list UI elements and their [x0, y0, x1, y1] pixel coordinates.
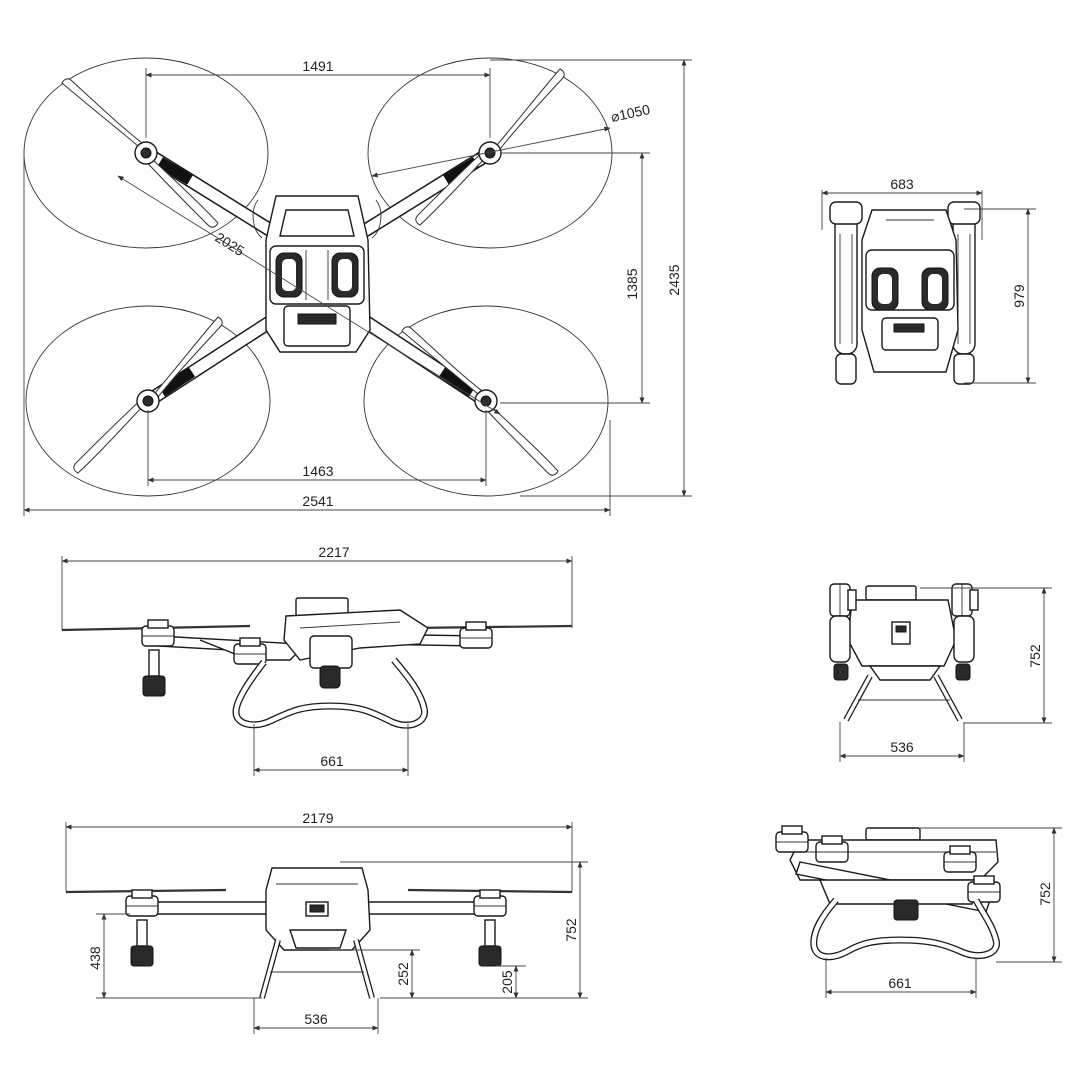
side-body	[283, 597, 429, 689]
dim-label-661-folded-side: 661	[888, 975, 912, 991]
dim-label-2435: 2435	[666, 264, 682, 295]
propeller-front-left	[61, 78, 219, 228]
dim-folded-length: 979	[964, 208, 1036, 384]
dim-front-motor-height: 438	[87, 913, 262, 999]
front-nozzle-right	[478, 919, 502, 967]
folded-front-motor-right	[951, 583, 979, 617]
dim-label-1463: 1463	[302, 463, 333, 479]
dim-folded-width: 683	[821, 176, 983, 240]
dim-label-683: 683	[890, 176, 914, 192]
folded-front-arms	[829, 615, 975, 681]
dim-label-752-folded-front: 752	[1027, 644, 1043, 668]
dim-label-2179: 2179	[302, 810, 333, 826]
dim-label-752-folded-side: 752	[1037, 882, 1053, 906]
front-view: 2179 752 438 252 205 5	[65, 810, 588, 1034]
folded-side-motor-1	[775, 825, 809, 853]
dim-front-span: 2179	[65, 810, 573, 892]
dim-side-skid: 661	[253, 724, 409, 776]
front-body	[265, 867, 371, 951]
side-view: 2217 661	[61, 544, 573, 776]
dim-label-1385: 1385	[624, 268, 640, 299]
dim-label-661-side: 661	[320, 753, 344, 769]
dim-front-height: 752	[340, 861, 588, 999]
side-nozzle-left	[142, 649, 166, 697]
folded-arm-left	[829, 201, 863, 385]
dim-label-2541: 2541	[302, 493, 333, 509]
dim-label-752-front: 752	[563, 918, 579, 942]
arm-rear-right	[359, 315, 493, 408]
folded-body	[861, 209, 959, 373]
folded-front-legs	[843, 674, 963, 722]
dim-label-979: 979	[1011, 284, 1027, 308]
dim-label-2217: 2217	[318, 544, 349, 560]
folded-top-view: 683 979	[821, 176, 1036, 385]
dim-folded-front-height: 752	[920, 587, 1052, 724]
dim-overall-width: 2541	[23, 150, 611, 516]
propeller-rear-right	[401, 326, 559, 476]
dim-front-ground-clearance: 205	[440, 965, 526, 999]
dim-front-skid: 536	[253, 998, 379, 1034]
dim-prop-span-top: 1491	[145, 58, 491, 138]
folded-side-skid	[810, 897, 1000, 961]
dim-inner-height: 1385	[500, 152, 650, 404]
folded-side-view: 752 661	[775, 825, 1062, 998]
front-arms	[139, 901, 495, 915]
front-motor-left	[125, 889, 159, 917]
side-motor-right	[459, 621, 493, 649]
folded-front-body	[847, 585, 957, 681]
dim-label-438: 438	[87, 946, 103, 970]
dim-label-252: 252	[395, 962, 411, 986]
dim-front-tank-clearance: 252	[330, 949, 420, 999]
front-motor-right	[473, 889, 507, 917]
dim-side-span: 2217	[61, 544, 573, 630]
dim-label-205: 205	[499, 970, 515, 994]
dim-folded-side-height: 752	[920, 827, 1062, 963]
side-landing-skid	[232, 657, 428, 729]
side-motor-left	[141, 619, 175, 647]
top-view: 1491 ⌀1050 2025 1463 2541	[23, 57, 692, 516]
dim-prop-diameter: ⌀1050	[371, 101, 652, 178]
dim-label-536-folded-front: 536	[890, 739, 914, 755]
drone-body-top	[252, 195, 382, 353]
dim-label-536-front: 536	[304, 1011, 328, 1027]
dim-folded-front-skid: 536	[839, 722, 965, 762]
dim-prop-span-bottom: 1463	[147, 410, 487, 486]
dim-overall-height: 2435	[490, 59, 692, 497]
dim-label-diameter: ⌀1050	[609, 101, 651, 125]
dim-folded-side-skid: 661	[825, 958, 977, 998]
dim-label-1491: 1491	[302, 58, 333, 74]
dim-label-2025: 2025	[212, 229, 247, 259]
folded-front-view: 752 536	[829, 583, 1052, 762]
front-nozzle-left	[130, 919, 154, 967]
